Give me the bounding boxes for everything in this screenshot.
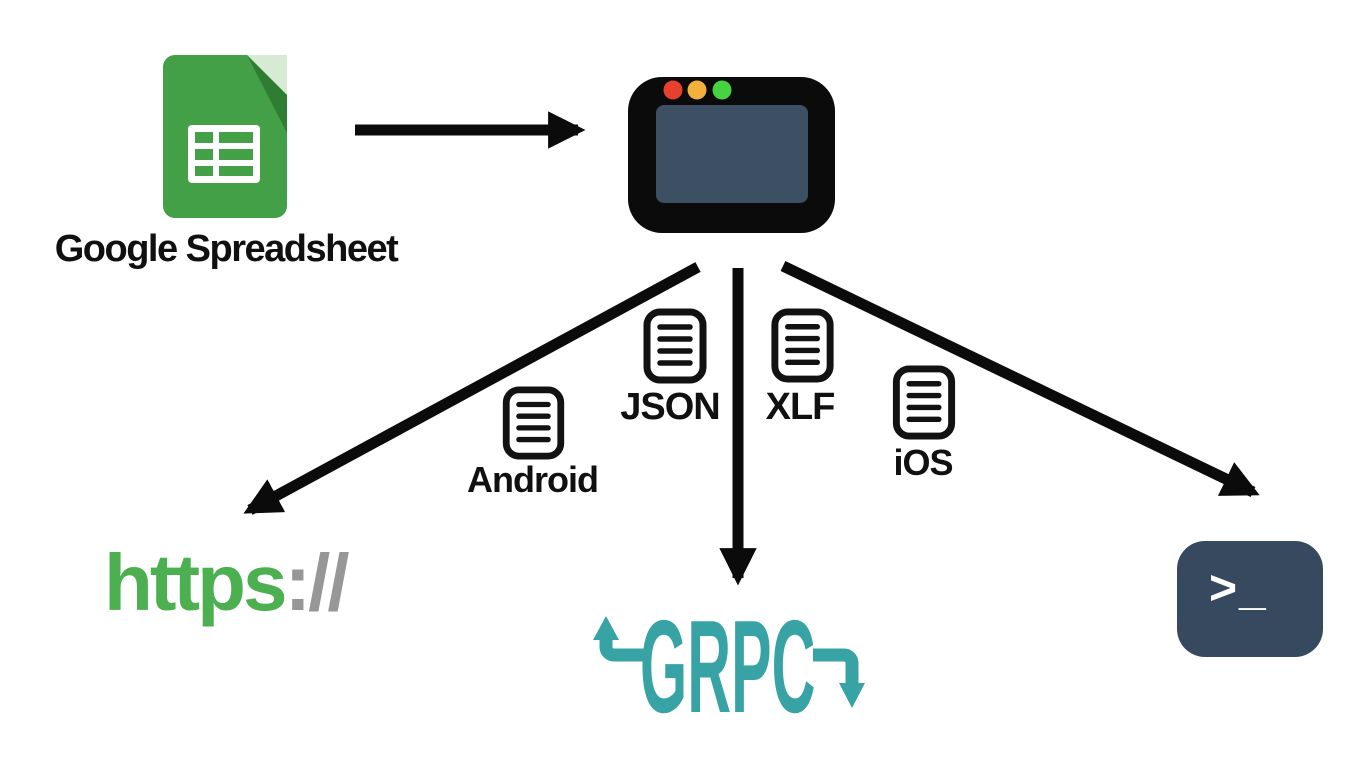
grpc-left-arrow-shaft bbox=[599, 638, 648, 662]
arrow-processor-to-https bbox=[243, 262, 701, 515]
grpc-up-arrowhead bbox=[593, 616, 619, 640]
document-icon-json bbox=[643, 308, 707, 384]
document-icon-ios bbox=[892, 365, 956, 440]
format-label-xlf: XLF bbox=[765, 386, 836, 428]
https-output: https:// bbox=[104, 543, 350, 623]
grpc-logo: GRPC bbox=[593, 600, 865, 740]
grpc-right-arrow-shaft bbox=[813, 648, 859, 685]
https-scheme-text: https bbox=[104, 538, 288, 627]
format-label-android: Android bbox=[467, 459, 599, 500]
app-window-icon bbox=[628, 77, 835, 233]
terminal-icon: >_ bbox=[1177, 541, 1323, 657]
window-screen bbox=[656, 105, 808, 203]
source-label: Google Spreadsheet bbox=[54, 228, 399, 270]
grpc-wordmark: GRPC bbox=[640, 600, 815, 740]
window-dot-red bbox=[663, 80, 683, 100]
https-separator-text: :// bbox=[284, 538, 350, 627]
arrow-processor-to-terminal bbox=[780, 261, 1260, 497]
window-dot-green bbox=[712, 80, 732, 100]
sheet-fold-shadow bbox=[247, 55, 287, 133]
sheet-table-grid bbox=[188, 125, 260, 183]
google-sheets-icon bbox=[163, 55, 287, 218]
format-label-ios: iOS bbox=[893, 442, 953, 483]
grpc-down-arrowhead bbox=[839, 683, 865, 708]
terminal-prompt-glyph: >_ bbox=[1209, 562, 1268, 615]
format-label-json: JSON bbox=[620, 386, 720, 428]
document-icon-xlf bbox=[771, 308, 834, 383]
document-icon-android bbox=[502, 386, 565, 460]
window-dot-yellow bbox=[687, 80, 707, 100]
